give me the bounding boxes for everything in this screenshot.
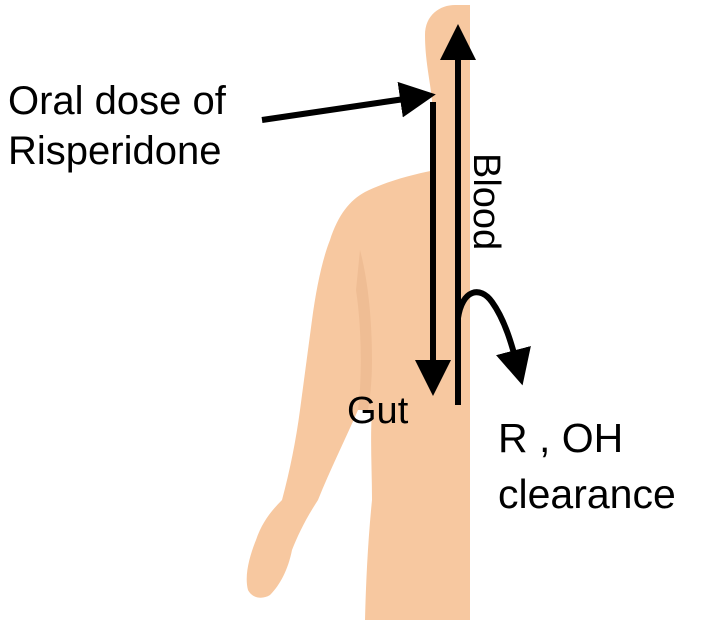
gut-label: Gut: [347, 391, 408, 433]
clearance-label: R , OH clearance: [498, 410, 676, 522]
clearance-line1: R , OH: [498, 410, 676, 466]
oral-dose-label: Oral dose of Risperidone: [8, 76, 226, 176]
human-figure-icon: [247, 5, 470, 620]
blood-label: Blood: [466, 153, 506, 250]
oral-dose-line1: Oral dose of: [8, 76, 226, 126]
oral-dose-line2: Risperidone: [8, 126, 226, 176]
clearance-line2: clearance: [498, 466, 676, 522]
oral-dose-arrow: [262, 97, 418, 120]
